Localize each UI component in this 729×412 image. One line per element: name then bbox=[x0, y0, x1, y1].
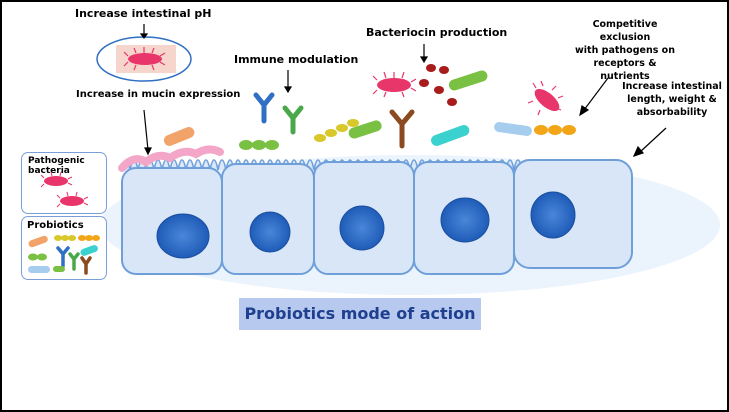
label-intestinal-length: Increase intestinal length, weight & abs… bbox=[622, 81, 722, 118]
nuclei bbox=[156, 191, 576, 259]
label-bacteriocin: Bacteriocin production bbox=[366, 26, 508, 39]
legend-pathogenic-box: Pathogenic bacteria bbox=[21, 152, 107, 214]
nucleus-3 bbox=[339, 205, 385, 251]
arrows bbox=[139, 24, 667, 157]
nucleus-5 bbox=[530, 191, 576, 239]
bacteriocin-dots bbox=[419, 64, 457, 106]
antibody-brown-icon bbox=[389, 109, 415, 149]
arrow-intestinal bbox=[639, 127, 667, 153]
antibody-blue-icon bbox=[253, 92, 275, 124]
nucleus-4 bbox=[440, 197, 490, 243]
probiotic-rod-lightblue bbox=[494, 122, 532, 136]
arrow-mucin bbox=[143, 109, 149, 151]
legend-pathogenic-title: Pathogenic bacteria bbox=[28, 156, 85, 176]
figure-caption: Probiotics mode of action bbox=[239, 298, 481, 330]
probiotic-rod-green bbox=[348, 120, 382, 139]
pathogen-bacteria-icon-ph bbox=[123, 47, 166, 71]
probiotic-cocci-orange bbox=[534, 125, 576, 135]
probiotic-rod-cyan bbox=[431, 125, 470, 146]
label-increase-ph: Increase intestinal pH bbox=[75, 7, 212, 20]
label-mucin-expression: Increase in mucin expression bbox=[76, 89, 241, 100]
probiotic-rod-green-2 bbox=[448, 70, 488, 91]
nucleus-2 bbox=[249, 211, 291, 253]
microbes-scene bbox=[163, 64, 576, 150]
label-immune-modulation: Immune modulation bbox=[234, 53, 359, 66]
legend-probiotics-title: Probiotics bbox=[27, 220, 84, 231]
pathogen-bacteria-icon-1 bbox=[372, 71, 417, 98]
arrow-competitive bbox=[583, 77, 609, 111]
probiotic-cocci-yellow bbox=[314, 119, 359, 142]
antibody-green-icon bbox=[282, 105, 304, 135]
legend-probiotics-box: Probiotics bbox=[21, 216, 107, 280]
probiotic-cocci-green bbox=[239, 140, 279, 150]
nucleus-1 bbox=[156, 213, 210, 259]
label-competitive-exclusion: Competitive exclusion with pathogens on … bbox=[575, 19, 675, 82]
probiotic-rod-orange bbox=[163, 127, 195, 146]
mucin-layer bbox=[118, 145, 224, 172]
pathogen-bacteria-icon-2 bbox=[527, 80, 564, 116]
